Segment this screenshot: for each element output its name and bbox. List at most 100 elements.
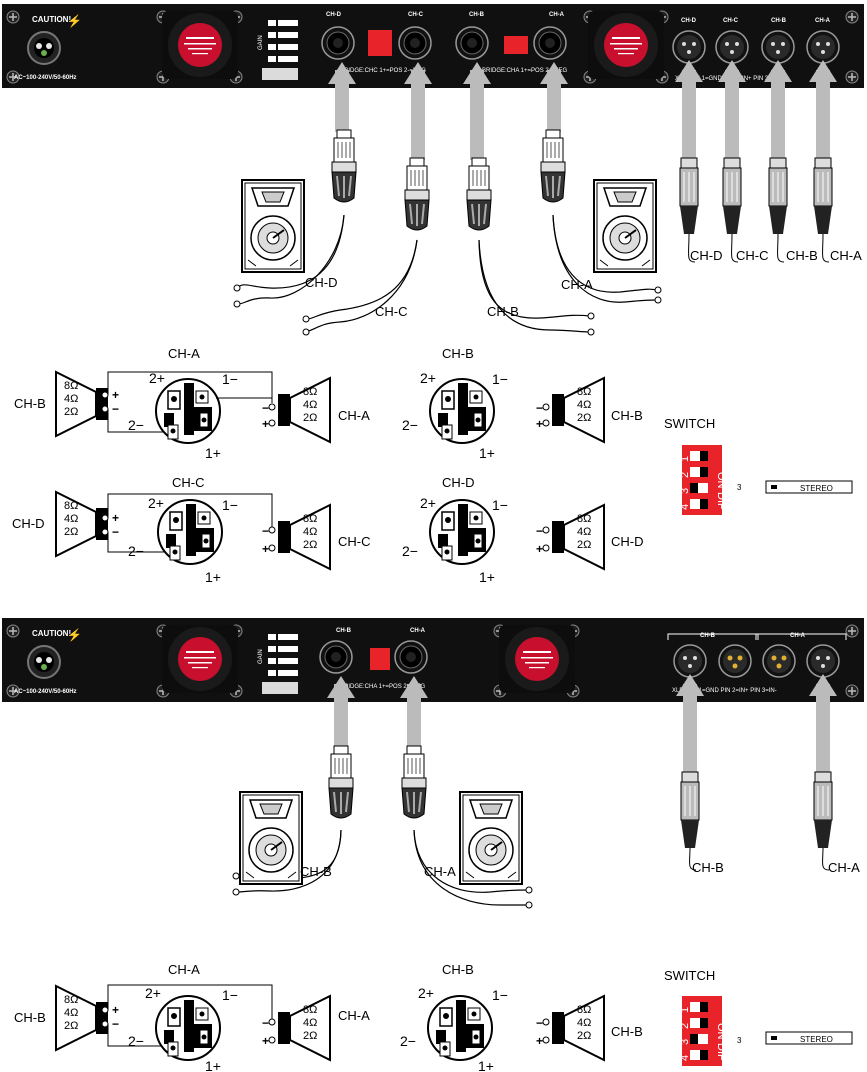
caution-label: CAUTION! (32, 629, 71, 638)
speakon-plug (540, 129, 566, 203)
svg-text:CH-B: CH-B (700, 633, 716, 639)
wiring-block-ch-d: CH-D 2+ 1− 2− 1+ − + 8Ω 4Ω 2Ω CH-D (402, 475, 644, 585)
left-channel-label: CH-D (12, 516, 45, 531)
cable-label-ch-d: CH-D (305, 275, 338, 290)
svg-text:4Ω: 4Ω (64, 1007, 78, 1019)
power-inlet[interactable] (27, 645, 61, 679)
svg-text:2−: 2− (400, 1033, 416, 1049)
right-channel-label: CH-D (611, 534, 644, 549)
svg-text:+: + (536, 417, 543, 431)
svg-text:4Ω: 4Ω (303, 526, 317, 538)
svg-text:8Ω: 8Ω (64, 994, 78, 1006)
svg-text:−: − (112, 1017, 119, 1031)
svg-text:2Ω: 2Ω (303, 412, 317, 424)
speakon-socket-ch-b[interactable] (319, 640, 353, 674)
svg-text:STEREO: STEREO (800, 1035, 833, 1044)
xlr-socket-ch-a[interactable] (806, 30, 840, 64)
cable-label-ch-c: CH-C (375, 304, 408, 319)
svg-text:8Ω: 8Ω (577, 513, 591, 525)
svg-text:2−: 2− (128, 1033, 144, 1049)
svg-text:−: − (112, 525, 119, 539)
svg-text:+: + (112, 511, 119, 525)
xlr-socket-ch-a[interactable] (806, 644, 840, 678)
xlr-label: CH-C (723, 18, 739, 24)
svg-text:−: − (536, 524, 543, 538)
speakon-socket-ch-a[interactable] (394, 640, 428, 674)
gain-switches[interactable] (262, 634, 298, 694)
svg-text:1: 1 (679, 456, 691, 462)
xlr-socket-ch-c[interactable] (715, 30, 749, 64)
amp-rear-panel-2ch: CAUTION! ⚡ AC~100-240V/50-60Hz GAIN CH-B… (2, 618, 864, 702)
block-title: CH-B (442, 346, 474, 361)
bridge-switch[interactable] (370, 648, 390, 670)
svg-text:2Ω: 2Ω (577, 412, 591, 424)
svg-text:1−: 1− (222, 497, 238, 513)
svg-text:SWITCH: SWITCH (664, 968, 715, 983)
svg-text:8Ω: 8Ω (303, 513, 317, 525)
speakon-label: CH-A (549, 12, 565, 18)
svg-text:+: + (112, 388, 119, 402)
wiring-block-ch-a: CH-A CH-B 8Ω 4Ω 2Ω + − 2+ 1− 2− 1+ − + 8… (14, 346, 370, 461)
wiring-block-2-ch-a: CH-A CH-B 8Ω 4Ω 2Ω + − 2+ 1− 2− 1+ − + 8… (14, 962, 370, 1072)
speaker-cabinet (241, 179, 305, 273)
svg-text:CH-B: CH-B (442, 962, 474, 977)
power-inlet[interactable] (27, 31, 61, 65)
svg-text:4Ω: 4Ω (303, 399, 317, 411)
caution-label: CAUTION! (32, 15, 71, 24)
xlr-group-ch-b: CH-B (667, 633, 759, 640)
speakon-socket-ch-d[interactable] (321, 26, 355, 60)
svg-text:2Ω: 2Ω (64, 526, 78, 538)
xlr-cable-label: CH-A (830, 248, 862, 263)
fan-left (162, 11, 238, 79)
gain-switches[interactable] (262, 20, 298, 80)
speaker-cabinet (593, 179, 657, 273)
svg-text:3: 3 (679, 488, 691, 494)
xlr-plug (813, 157, 833, 235)
svg-text:2Ω: 2Ω (303, 1030, 317, 1042)
speakon-socket-ch-b[interactable] (455, 26, 489, 60)
speakon-wiring-view (157, 499, 223, 565)
svg-text:−: − (112, 402, 119, 416)
cable-terminal (233, 284, 662, 336)
speakon-socket-ch-a[interactable] (533, 26, 567, 60)
bridge-switch-1[interactable] (368, 30, 392, 56)
svg-text:2Ω: 2Ω (577, 539, 591, 551)
dip-switch-1: SWITCH 1 2 3 4 ON DIP 3 STEREO (664, 416, 853, 515)
xlr-cable-label: CH-A (828, 860, 860, 875)
svg-text:+: + (262, 417, 269, 431)
svg-text:2+: 2+ (418, 985, 434, 1001)
wiring-block-2-ch-b: CH-B 2+ 1− 2− 1+ − + 8Ω 4Ω 2Ω CH-B (400, 962, 643, 1072)
svg-text:4Ω: 4Ω (64, 393, 78, 405)
switch-title: SWITCH (664, 416, 715, 431)
svg-text:CH-B: CH-B (611, 1024, 643, 1039)
speakon-outputs: CH-D CH-C CH-B CH-A BRIDGE:CHC 1+=POS 2-… (321, 12, 568, 74)
svg-text:8Ω: 8Ω (577, 386, 591, 398)
bridge-switch-2[interactable] (504, 36, 528, 54)
wiring-block-ch-c: CH-C CH-D 8Ω 4Ω 2Ω + − 2+ 1− 2− 1+ − + 8… (12, 475, 371, 585)
right-channel-label: CH-C (338, 534, 371, 549)
svg-text:ON: ON (715, 1023, 727, 1040)
svg-text:CH-B: CH-B (336, 628, 352, 634)
mode-label: STEREO (800, 484, 833, 493)
xlr-plug (722, 157, 742, 235)
svg-text:2+: 2+ (145, 985, 161, 1001)
svg-text:8Ω: 8Ω (577, 1004, 591, 1016)
xlr-socket-ch-b[interactable] (761, 30, 795, 64)
xlr-label: CH-B (771, 18, 787, 24)
svg-text:8Ω: 8Ω (303, 386, 317, 398)
xlr-label: CH-D (681, 18, 697, 24)
svg-text:+: + (262, 542, 269, 556)
xlr-socket-ch-b-out[interactable] (718, 644, 752, 678)
svg-text:ON: ON (715, 472, 727, 489)
speakon-label: CH-C (408, 12, 424, 18)
xlr-socket-ch-a-out[interactable] (762, 644, 796, 678)
svg-text:1+: 1+ (205, 445, 221, 461)
speakon-socket-ch-c[interactable] (398, 26, 432, 60)
xlr-socket-ch-b[interactable] (673, 644, 707, 678)
svg-text:CH-A: CH-A (168, 962, 200, 977)
ac-voltage-label: AC~100-240V/50-60Hz (14, 75, 77, 81)
xlr-socket-ch-d[interactable] (672, 30, 706, 64)
svg-text:1+: 1+ (478, 1058, 494, 1072)
wiring-block-ch-b: CH-B 2+ 1− 2− 1+ − + 8Ω 4Ω 2Ω CH-B (402, 346, 643, 461)
svg-text:1−: 1− (492, 497, 508, 513)
